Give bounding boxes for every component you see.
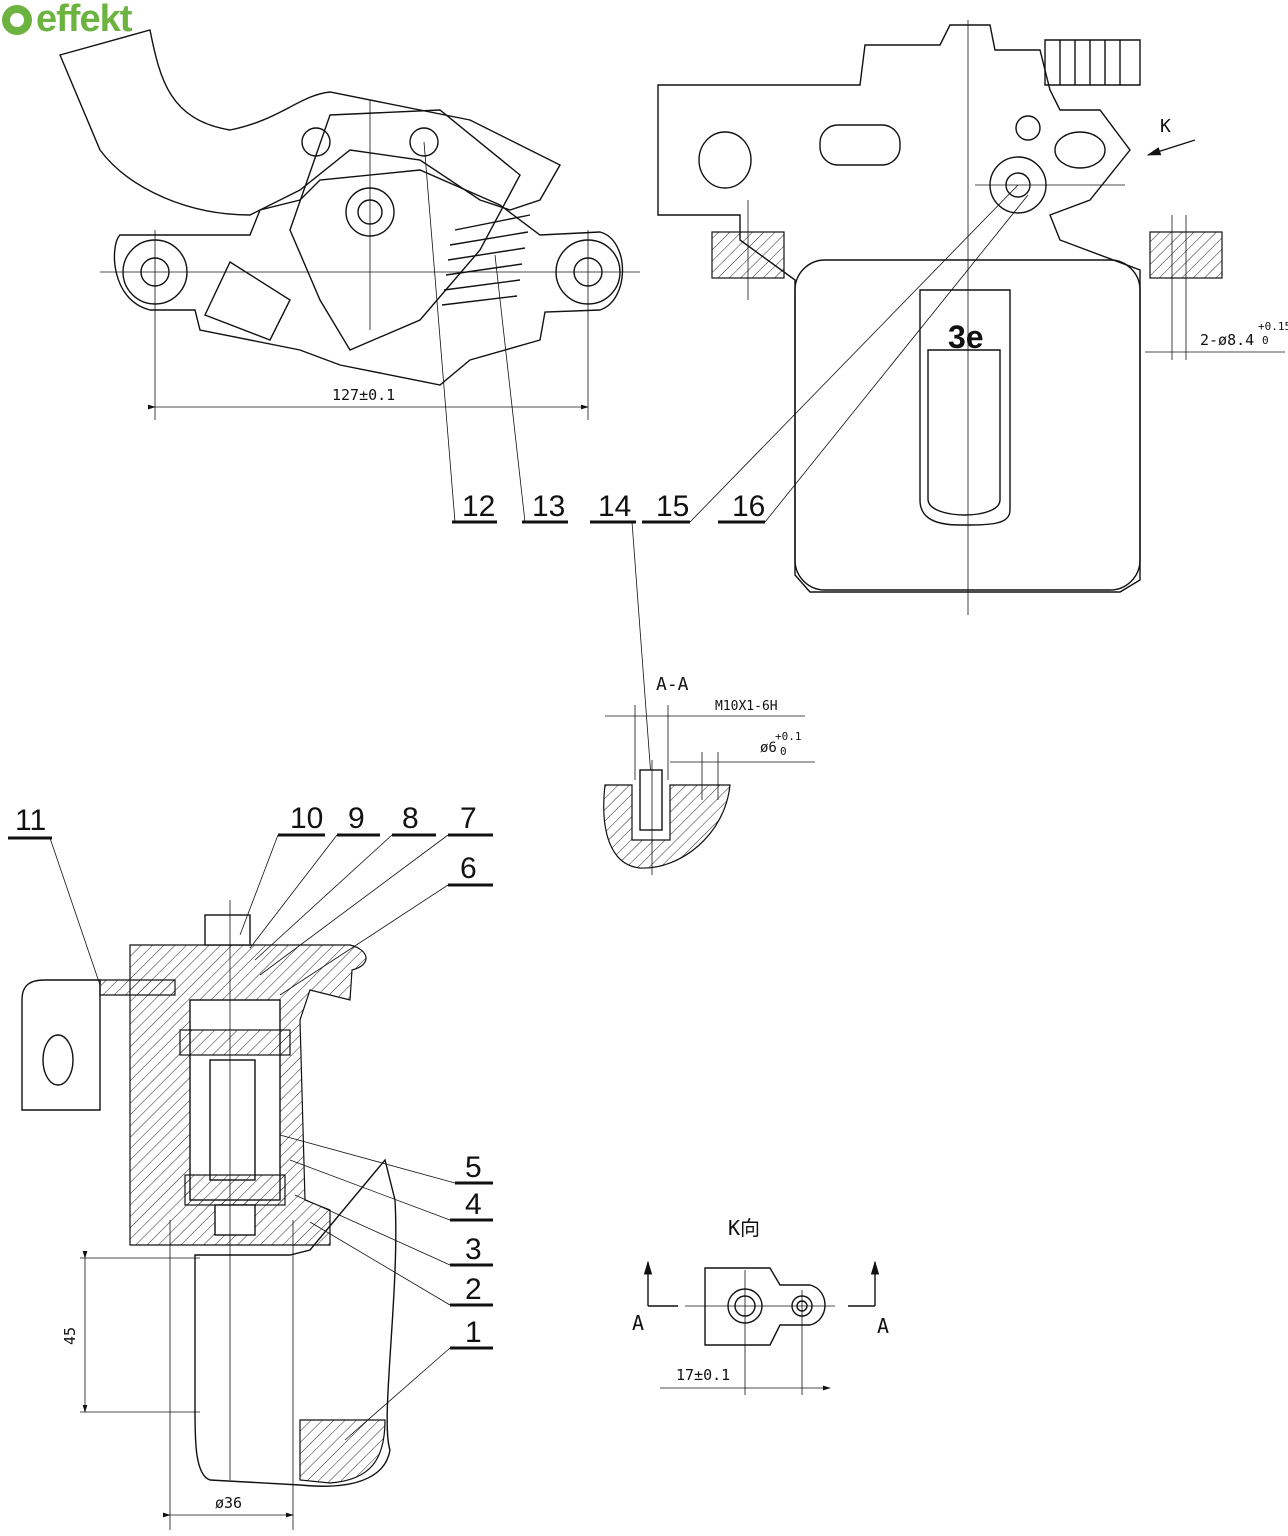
section-aa-title: A-A: [656, 674, 689, 695]
spring-top: [1044, 39, 1141, 86]
part-label-1: 1: [465, 1316, 482, 1349]
k-view-title: K向: [728, 1216, 760, 1240]
hole-tol-lower: 0: [1262, 334, 1269, 347]
diameter-dimension-36: ø36: [215, 1494, 242, 1512]
logo-text: effekt: [36, 0, 132, 40]
section-marker-left: A: [632, 1311, 644, 1335]
leaders-bottom: 11 10 9 8 7 6 5 4 3 2 1: [8, 802, 493, 1441]
height-dimension-45: 45: [61, 1327, 79, 1345]
logo-mark-icon: [2, 4, 32, 35]
part-label-12: 12: [462, 490, 495, 523]
top-left-view: 127±0.1: [59, 29, 640, 420]
k-view: K向 A A 17±0.1: [632, 1216, 889, 1395]
bore-tol-upper: +0.1: [775, 730, 802, 743]
leaders-top: 12 13 14 15 16: [423, 141, 1029, 791]
part-label-3: 3: [465, 1233, 482, 1266]
part-label-5: 5: [465, 1151, 482, 1184]
part-label-14: 14: [598, 490, 631, 523]
part-label-4: 4: [465, 1188, 482, 1221]
effekt-logo: effekt: [2, 0, 132, 41]
spring-13: [441, 214, 531, 306]
part-label-6: 6: [460, 852, 477, 885]
part-label-8: 8: [402, 802, 419, 835]
part-label-10: 10: [290, 802, 323, 835]
bore-dimension: ø6: [760, 740, 777, 756]
part-label-16: 16: [732, 490, 765, 523]
view-arrow-k-label: K: [1160, 116, 1171, 137]
bore-tol-lower: 0: [780, 745, 787, 758]
bottom-section-view: 45 ø36: [21, 900, 397, 1530]
stamp-text: 3e: [948, 319, 984, 355]
part-label-7: 7: [460, 802, 477, 835]
thread-spec: M10X1-6H: [715, 699, 778, 714]
top-right-view: K 3e 2-ø8.4 +0.15 0: [657, 20, 1288, 615]
section-marker-right: A: [877, 1314, 889, 1338]
part-label-9: 9: [348, 802, 365, 835]
hole-dimension: 2-ø8.4: [1200, 331, 1254, 349]
dimension-127: 127±0.1: [332, 386, 395, 404]
section-aa: A-A M10X1-6H ø6 +0.1 0: [603, 674, 815, 875]
part-label-11: 11: [15, 804, 46, 837]
k-view-dimension: 17±0.1: [676, 1366, 730, 1384]
part-label-2: 2: [465, 1273, 482, 1306]
part-label-13: 13: [532, 490, 565, 523]
hole-tol-upper: +0.15: [1258, 320, 1288, 333]
part-label-15: 15: [656, 490, 689, 523]
